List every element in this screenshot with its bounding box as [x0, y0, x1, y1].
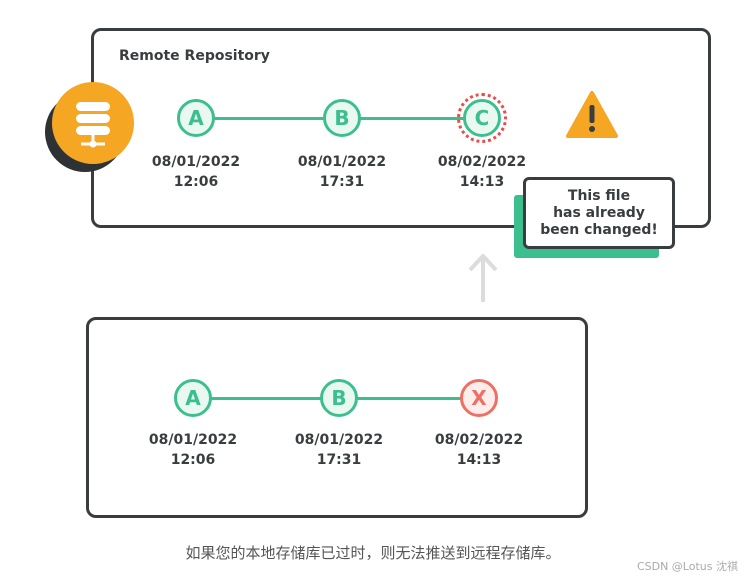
remote-commit-b-date: 08/01/2022 [297, 154, 387, 170]
local-commit-b-time: 17:31 [316, 452, 362, 468]
figure-caption: 如果您的本地存储库已过时，则无法推送到远程存储库。 [185, 544, 561, 562]
remote-commit-b-time: 17:31 [319, 174, 365, 190]
remote-commit-c-date: 08/02/2022 [437, 154, 527, 170]
file-changed-message: This file has already been changed! [523, 177, 675, 249]
watermark: CSDN @Lotus 沈祺 [636, 560, 738, 573]
local-commit-a-time: 12:06 [170, 452, 216, 468]
message-line-3: been changed! [540, 221, 658, 238]
remote-commit-c-time: 14:13 [459, 174, 505, 190]
remote-commit-a-date: 08/01/2022 [151, 154, 241, 170]
remote-commit-c: C [463, 99, 501, 137]
local-commit-x: X [460, 379, 498, 417]
up-arrow-icon [467, 250, 499, 302]
remote-commit-c-highlight [457, 93, 507, 143]
local-commit-x-date: 08/02/2022 [434, 432, 524, 448]
local-commit-a-date: 08/01/2022 [148, 432, 238, 448]
warning-icon [565, 90, 619, 140]
remote-commit-b: B [323, 99, 361, 137]
local-commit-x-time: 14:13 [456, 452, 502, 468]
remote-repository-title: Remote Repository [119, 48, 270, 64]
local-commit-b: B [320, 379, 358, 417]
local-commit-b-date: 08/01/2022 [294, 432, 384, 448]
message-line-1: This file [567, 187, 631, 204]
local-repository-box [86, 317, 588, 518]
remote-commit-a-time: 12:06 [173, 174, 219, 190]
message-line-2: has already [553, 204, 645, 221]
local-commit-a: A [174, 379, 212, 417]
remote-commit-a: A [177, 99, 215, 137]
server-icon [52, 82, 134, 164]
